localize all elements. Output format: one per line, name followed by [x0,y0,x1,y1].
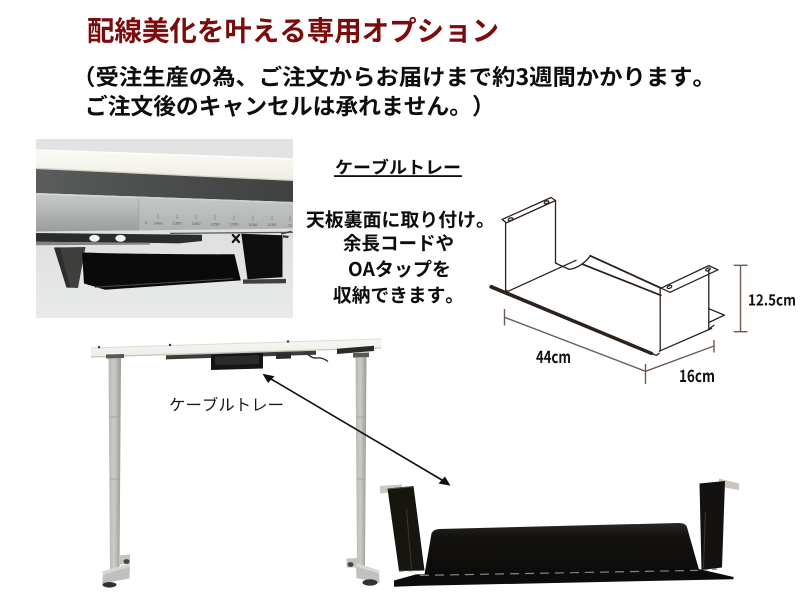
svg-text:1200: 1200 [230,222,240,227]
svg-text:0: 0 [145,220,148,225]
svg-text:1400: 1400 [154,220,164,225]
svg-text:1150: 1150 [249,222,258,227]
svg-text:1350: 1350 [173,221,183,226]
svg-text:1300: 1300 [192,221,202,226]
svg-text:1100: 1100 [268,222,277,227]
svg-text:1250: 1250 [211,221,221,226]
svg-text:11: 11 [288,222,293,227]
